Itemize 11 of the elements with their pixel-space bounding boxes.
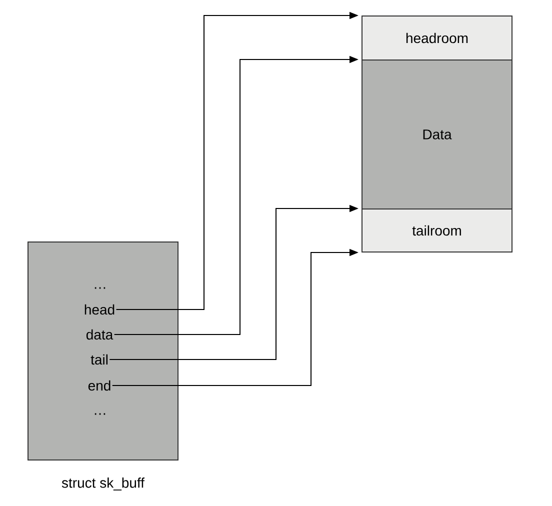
field-label: head bbox=[84, 304, 114, 315]
ellipsis: … bbox=[94, 413, 106, 415]
field-label: tail bbox=[90, 354, 108, 365]
buffer-region: Data bbox=[362, 60, 512, 210]
struct-box bbox=[28, 242, 178, 460]
ellipsis: … bbox=[94, 287, 106, 289]
field-label: end bbox=[88, 380, 110, 391]
buffer-region: headroom bbox=[362, 16, 512, 60]
field-label: data bbox=[86, 329, 114, 340]
node-label: struct sk_buff bbox=[62, 478, 145, 490]
buffer-region: tailroom bbox=[362, 208, 512, 252]
